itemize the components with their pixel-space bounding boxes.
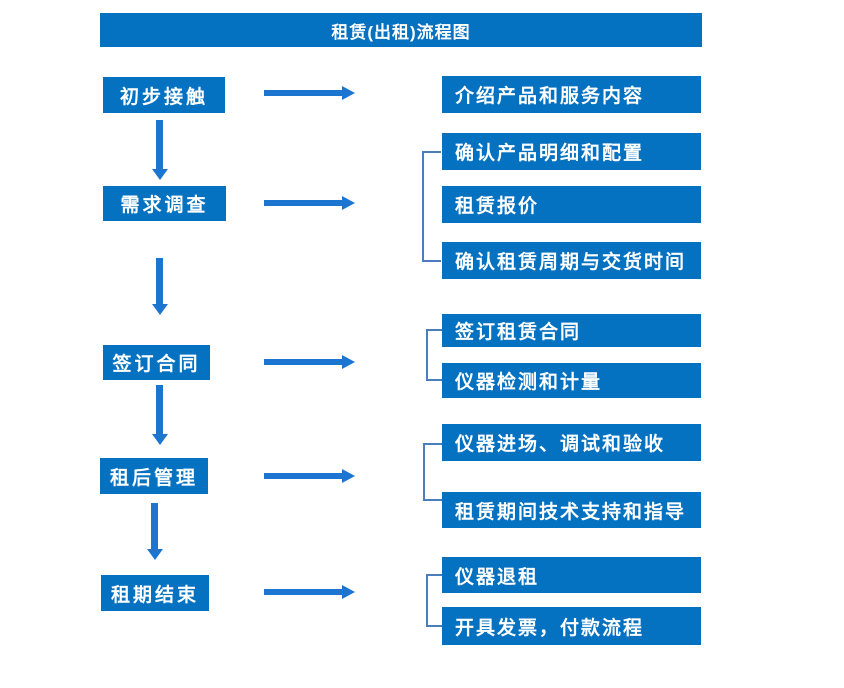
right-arrow-5 <box>264 585 355 599</box>
stage-box-lease-end: 租期结束 <box>101 575 209 611</box>
stage-box-initial-contact: 初步接触 <box>103 77 225 113</box>
detail-box-instrument-testing: 仪器检测和计量 <box>442 363 701 398</box>
detail-box-invoice-payment: 开具发票，付款流程 <box>442 607 701 645</box>
right-arrow-head <box>342 355 355 369</box>
down-arrow-4 <box>147 503 163 560</box>
detail-box-sign-lease-contract: 签订租赁合同 <box>442 314 701 347</box>
stage-box-demand-survey: 需求调查 <box>103 186 226 221</box>
group-bracket-sign-contract <box>426 329 445 381</box>
right-arrow-2 <box>264 196 355 210</box>
right-arrow-head <box>342 86 355 100</box>
detail-box-rental-quote: 租赁报价 <box>442 186 701 223</box>
down-arrow-head <box>147 549 163 560</box>
down-arrow-stem <box>156 258 163 304</box>
right-arrow-stem <box>264 90 343 96</box>
right-arrow-stem <box>264 589 343 595</box>
right-arrow-4 <box>264 469 355 483</box>
down-arrow-3 <box>152 385 168 445</box>
down-arrow-stem <box>156 385 163 434</box>
detail-box-tech-support: 租赁期间技术支持和指导 <box>442 492 701 528</box>
group-bracket-post-rental-management <box>423 443 442 501</box>
detail-box-confirm-product-details: 确认产品明细和配置 <box>442 133 701 170</box>
down-arrow-stem <box>151 503 158 549</box>
detail-box-confirm-lease-period: 确认租赁周期与交货时间 <box>442 242 701 279</box>
down-arrow-1 <box>152 120 168 180</box>
right-arrow-stem <box>264 200 343 206</box>
right-arrow-head <box>342 585 355 599</box>
stage-box-post-rental-management: 租后管理 <box>100 458 208 494</box>
down-arrow-head <box>152 169 168 180</box>
right-arrow-head <box>342 196 355 210</box>
group-bracket-lease-end <box>426 574 445 627</box>
right-arrow-3 <box>264 355 355 369</box>
right-arrow-stem <box>264 359 343 365</box>
group-bracket-demand-survey <box>422 151 441 262</box>
flowchart-title: 租赁(出租)流程图 <box>100 13 702 47</box>
down-arrow-head <box>152 304 168 315</box>
detail-box-introduce-products: 介绍产品和服务内容 <box>442 76 701 113</box>
stage-box-sign-contract: 签订合同 <box>103 345 210 380</box>
down-arrow-head <box>152 434 168 445</box>
right-arrow-1 <box>264 86 355 100</box>
detail-box-instrument-return: 仪器退租 <box>442 557 701 593</box>
detail-box-instrument-setup: 仪器进场、调试和验收 <box>442 424 701 461</box>
down-arrow-stem <box>156 120 163 169</box>
right-arrow-stem <box>264 473 343 479</box>
down-arrow-2 <box>152 258 168 315</box>
right-arrow-head <box>342 469 355 483</box>
